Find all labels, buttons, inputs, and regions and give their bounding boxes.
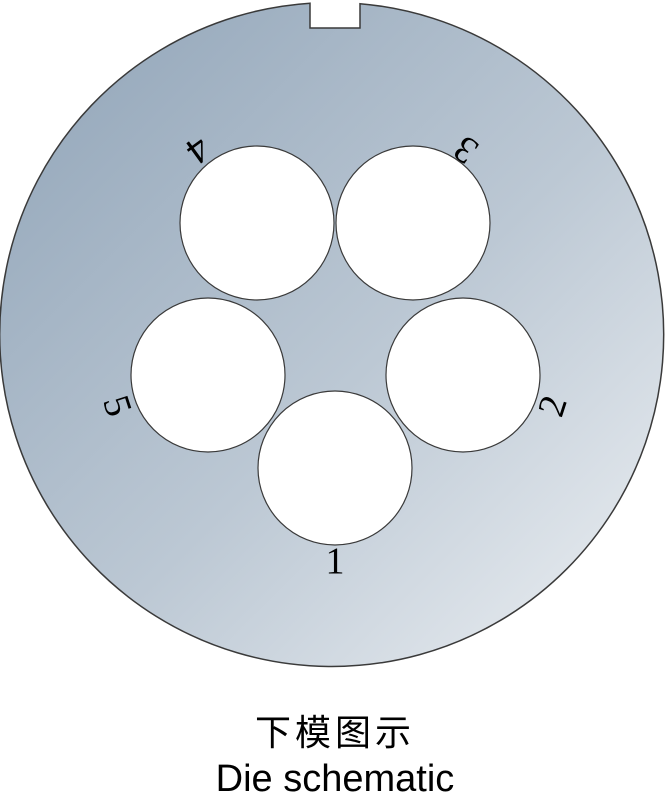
hole-5 — [130, 297, 286, 453]
caption-chinese: 下模图示 — [254, 713, 415, 754]
die-plate — [0, 2, 665, 668]
hole-label-1: 1 — [326, 541, 345, 583]
hole-1 — [257, 390, 413, 546]
caption-english: Die schematic — [215, 758, 455, 800]
hole-2 — [385, 297, 541, 453]
die-schematic-diagram: 1 2 3 4 5 — [0, 2, 665, 668]
hole-3 — [335, 145, 491, 301]
hole-4 — [179, 145, 335, 301]
